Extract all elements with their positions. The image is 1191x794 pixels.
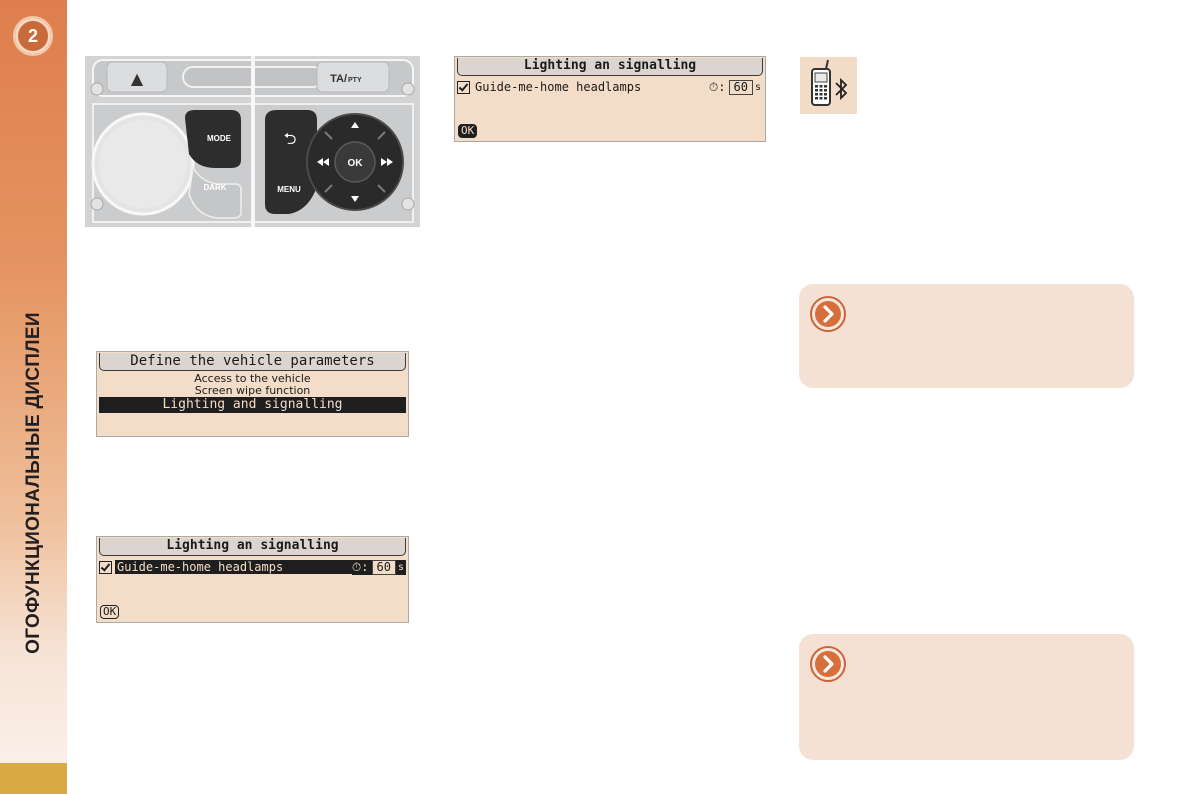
timer-icon: ⏱:: [708, 79, 726, 94]
timer-group: ⏱: 60 s: [351, 559, 406, 575]
dpad-right-icon-2: [381, 158, 387, 166]
eject-label: ▲: [131, 69, 144, 88]
timer-unit: s: [754, 81, 761, 93]
section-title: ОГОФУНКЦИОНАЛЬНЫЕ ДИСПЛЕИ: [23, 312, 44, 654]
ok-button-label: OK: [348, 158, 364, 169]
checkbox-icon: [99, 560, 112, 574]
menu-item-lighting-selected: Lighting and signalling: [99, 397, 406, 413]
dpad-up-icon: [351, 122, 359, 128]
guide-me-home-row: Guide-me-home headlamps ⏱: 60 s: [457, 79, 763, 95]
mode-button-label: MODE: [207, 134, 232, 143]
bluetooth-phone-icon: [800, 57, 857, 114]
pty-label: PTY: [348, 77, 362, 84]
chevron-right-icon: [810, 296, 846, 332]
guide-me-home-label: Guide-me-home headlamps: [115, 560, 352, 574]
menu-item-access: Access to the vehicle: [194, 372, 311, 385]
checkbox-icon: [457, 80, 470, 94]
dpad-left-icon-2: [323, 158, 329, 166]
sidebar-footer-bar: [0, 763, 67, 794]
timer-unit: s: [397, 561, 404, 573]
menu-item-wipe: Screen wipe function: [194, 384, 311, 397]
info-note-box-2: [799, 634, 1134, 760]
lcd-lighting-selected: Lighting an signalling Guide-me-home hea…: [96, 536, 409, 623]
audio-control-panel: ▲ TA/ PTY MODE DARK ⮌ MENU OK: [85, 56, 420, 227]
guide-me-home-label: Guide-me-home headlamps: [475, 80, 642, 94]
timer-icon: ⏱:: [351, 559, 369, 574]
lcd-title: Lighting an signalling: [457, 58, 763, 76]
lcd-ok-button: OK: [458, 124, 478, 138]
dpad-right-icon: [387, 158, 393, 166]
lcd-lighting-confirm: Lighting an signalling Guide-me-home hea…: [454, 56, 766, 142]
back-arrow-icon: ⮌: [284, 129, 297, 148]
timer-group: ⏱: 60 s: [708, 79, 763, 95]
lcd-define-parameters: Define the vehicle parameters Access to …: [96, 351, 409, 437]
guide-me-home-row: Guide-me-home headlamps ⏱: 60 s: [99, 559, 406, 575]
info-note-box-1: [799, 284, 1134, 388]
chevron-right-icon: [810, 646, 846, 682]
menu-button-label: MENU: [277, 185, 301, 194]
dark-button-label: DARK: [203, 183, 226, 192]
chapter-sidebar: 2 ОГОФУНКЦИОНАЛЬНЫЕ ДИСПЛЕИ: [0, 0, 67, 794]
lcd-title: Define the vehicle parameters: [99, 353, 406, 371]
ta-label: TA/: [330, 73, 347, 85]
lcd-ok-button: OK: [100, 605, 120, 619]
chapter-number-badge: 2: [13, 16, 53, 56]
dpad-down-icon: [351, 196, 359, 202]
dpad-left-icon: [317, 158, 323, 166]
timer-value: 60: [371, 559, 396, 575]
lcd-title: Lighting an signalling: [99, 538, 406, 556]
timer-value: 60: [728, 79, 753, 95]
